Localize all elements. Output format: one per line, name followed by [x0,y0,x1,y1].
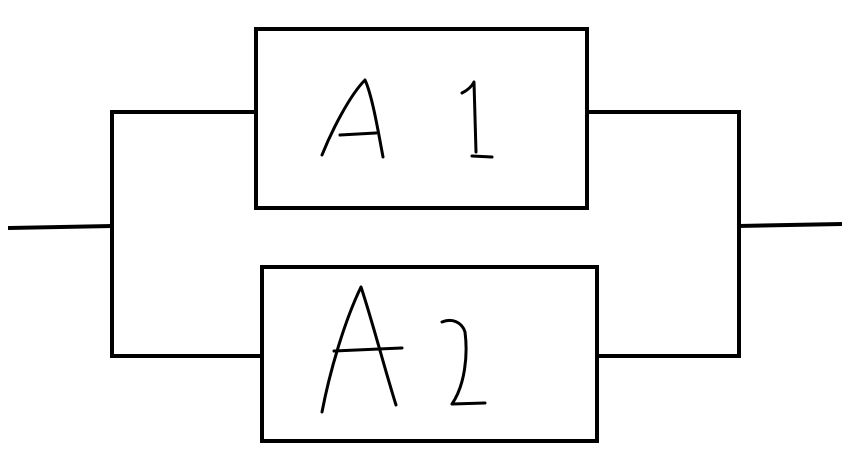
handwritten-digit-2 [440,318,487,406]
block-a1-box [254,27,589,210]
handwritten-crossbar-a-top [338,131,378,137]
handwritten-digit-1 [460,80,478,154]
handwritten-letter-a-bottom [320,285,398,414]
block-a2: A 2 [260,265,599,443]
output-lead [736,221,843,229]
block-a1: A 1 [254,27,589,210]
handwritten-letter-a-top [320,78,385,159]
handwritten-crossbar-a-bottom [332,346,404,353]
block-a2-box [260,265,599,443]
handwritten-digit-1-base [470,154,494,159]
input-lead [7,223,113,231]
